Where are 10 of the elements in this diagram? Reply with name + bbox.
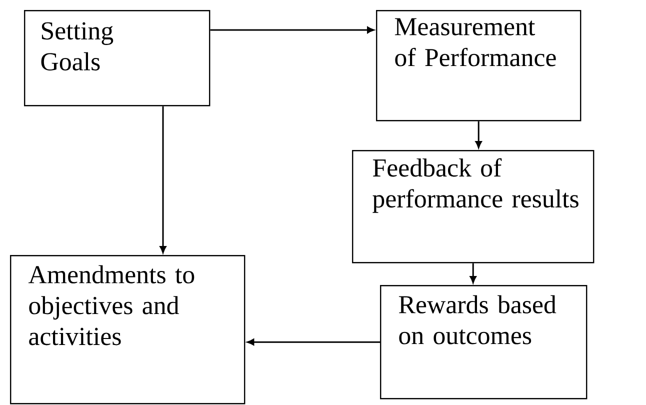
arrow [210, 26, 374, 34]
process-box: Amendments to objectives and activities [10, 255, 246, 404]
arrow [470, 263, 476, 284]
process-box: Feedback of performance results [352, 150, 594, 264]
process-box: Measurement of Performance [376, 10, 582, 122]
arrow [247, 338, 380, 346]
arrow [475, 121, 482, 148]
process-box: Rewards based on outcomes [380, 285, 588, 400]
process-box: Setting Goals [24, 10, 210, 106]
arrow [160, 106, 166, 254]
